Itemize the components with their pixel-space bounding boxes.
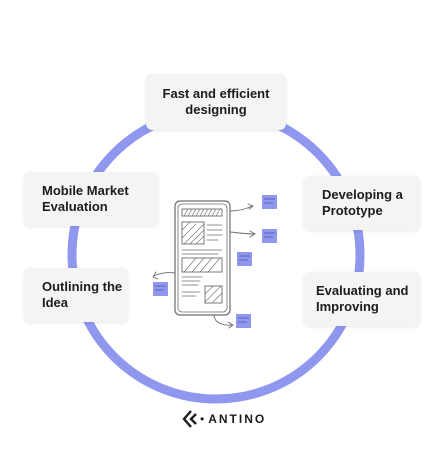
- logo-separator: •: [200, 412, 205, 426]
- step-fast-and-efficient-designing: Fast and efficient designing: [146, 74, 286, 130]
- sticky-note-icon: [262, 195, 277, 209]
- sticky-note-icon: [262, 229, 277, 243]
- step-label: Mobile Market Evaluation: [42, 183, 129, 214]
- step-developing-a-prototype: Developing a Prototype: [304, 176, 420, 230]
- antino-logo: • ANTINO: [182, 410, 266, 428]
- step-label: Fast and efficient designing: [162, 86, 270, 117]
- sticky-notes: [153, 195, 277, 328]
- logo-text: ANTINO: [208, 412, 267, 426]
- process-ring: [67, 106, 365, 404]
- antino-logo-mark-icon: [182, 410, 197, 428]
- phone-sketch-illustration: [152, 200, 256, 329]
- step-mobile-market-evaluation: Mobile Market Evaluation: [24, 172, 158, 226]
- step-evaluating-and-improving: Evaluating and Improving: [304, 272, 420, 326]
- sticky-note-icon: [237, 252, 252, 266]
- step-outlining-the-idea: Outlining the Idea: [24, 268, 128, 322]
- step-label: Evaluating and Improving: [316, 283, 409, 314]
- sticky-note-icon: [236, 314, 251, 328]
- step-label: Outlining the Idea: [42, 279, 123, 310]
- sticky-note-icon: [153, 282, 168, 296]
- step-label: Developing a Prototype: [322, 187, 403, 218]
